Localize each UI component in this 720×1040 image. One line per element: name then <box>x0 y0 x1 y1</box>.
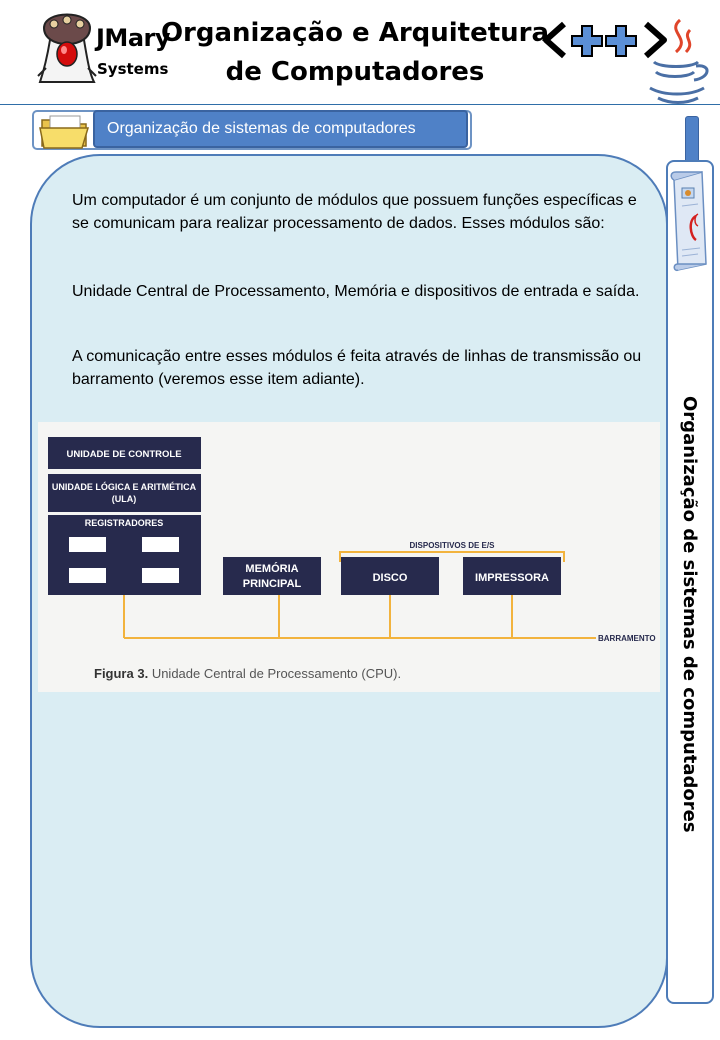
figure-caption-text: Unidade Central de Processamento (CPU). <box>151 666 402 681</box>
java-cup-icon <box>649 18 709 104</box>
printer-box <box>463 557 561 595</box>
alu-label-line-2: (ULA) <box>112 494 137 504</box>
alu-box <box>48 474 201 512</box>
folder-icon <box>39 115 90 149</box>
sidebar-vertical-title: Organização de sistemas de computadores <box>679 396 700 833</box>
main-memory-label-line-2: PRINCIPAL <box>243 578 302 590</box>
disk-box <box>341 557 439 595</box>
brand-subtitle: Systems <box>97 60 169 78</box>
register-cell <box>142 568 179 583</box>
paragraph-modules-list: Unidade Central de Processamento, Memóri… <box>72 283 640 300</box>
page-title: Organização e Arquitetura de Computadore… <box>160 14 550 92</box>
cpu-diagram: UNIDADE DE CONTROLE UNIDADE LÓGICA E ARI… <box>48 437 656 643</box>
control-unit-label: UNIDADE DE CONTROLE <box>66 449 181 460</box>
sidebar-connector <box>685 116 699 166</box>
jmary-mascot-logo <box>37 13 97 83</box>
bus-lines <box>123 551 596 639</box>
printer-label: IMPRESSORA <box>475 572 549 584</box>
page-title-line-2: de Computadores <box>225 57 485 87</box>
document-scroll-icon <box>670 171 707 272</box>
main-memory-box <box>223 557 321 595</box>
paragraph-communication: A comunicação entre esses módulos é feit… <box>72 348 642 388</box>
bus-label: BARRAMENTO <box>598 634 656 643</box>
register-cell <box>69 568 106 583</box>
brand-name: JMary <box>96 24 171 52</box>
figure-caption: Figura 3. Unidade Central de Processamen… <box>94 666 401 681</box>
header-divider <box>0 104 720 105</box>
control-unit-box <box>48 437 201 469</box>
cpu-figure: UNIDADE DE CONTROLE UNIDADE LÓGICA E ARI… <box>38 422 660 692</box>
register-cell <box>69 537 106 552</box>
disk-label: DISCO <box>373 572 408 584</box>
registers-label: REGISTRADORES <box>85 518 164 528</box>
figure-caption-label: Figura 3. <box>94 666 149 681</box>
page-title-line-1: Organização e Arquitetura <box>160 18 550 48</box>
main-memory-label-line-1: MEMÓRIA <box>245 562 298 575</box>
section-heading: Organização de sistemas de computadores <box>93 110 468 148</box>
alu-label-line-1: UNIDADE LÓGICA E ARITMÉTICA <box>52 481 197 492</box>
paragraph-modules-intro: Um computador é um conjunto de módulos q… <box>72 192 637 232</box>
io-devices-label: DISPOSITIVOS DE E/S <box>410 541 496 550</box>
cpp-logo-icon <box>543 21 667 59</box>
register-cell <box>142 537 179 552</box>
